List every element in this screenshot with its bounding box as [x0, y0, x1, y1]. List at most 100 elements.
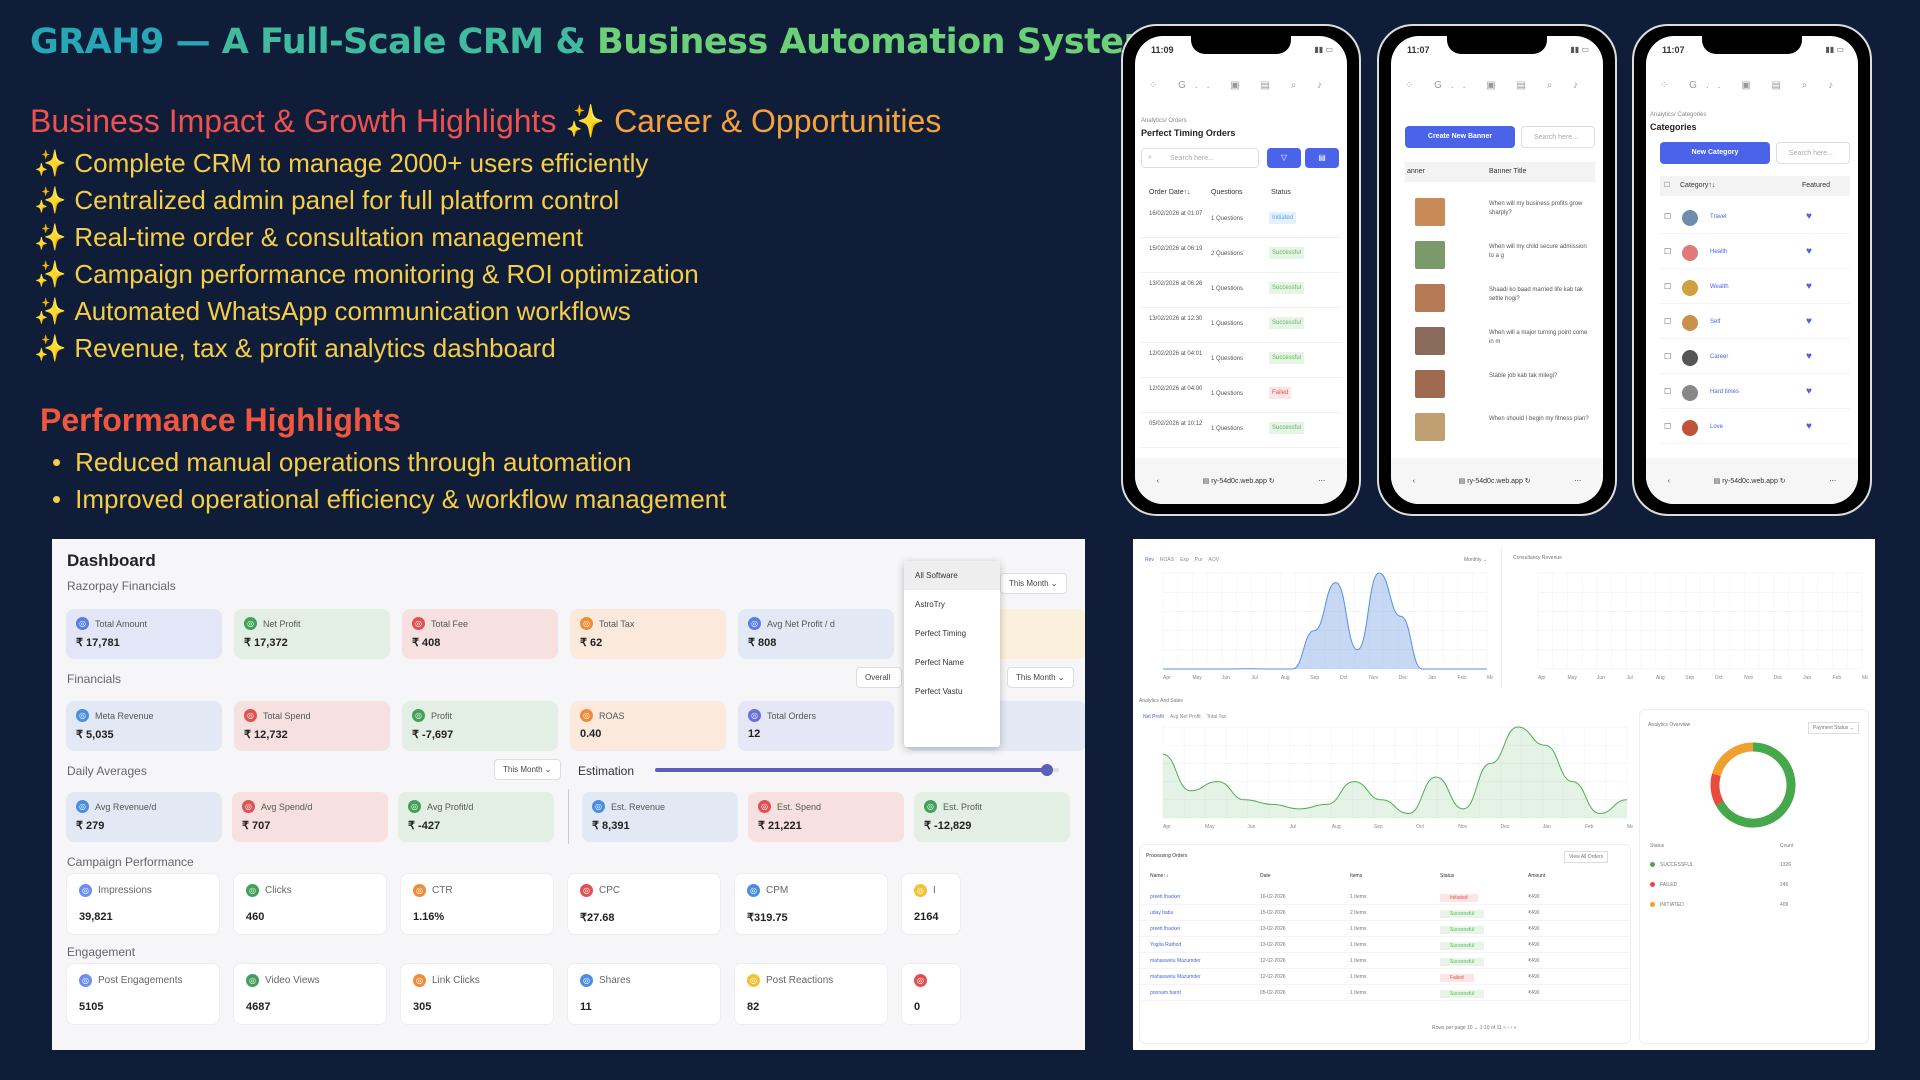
table-cell[interactable]: Yogita Rathod [1150, 942, 1182, 948]
month-select-3[interactable]: This Month ⌄ [494, 759, 561, 780]
estimation-slider-track[interactable] [655, 764, 1059, 776]
featured-heart-icon[interactable]: ♥ [1806, 351, 1812, 362]
featured-heart-icon[interactable]: ♥ [1806, 386, 1812, 397]
estimation-slider-handle[interactable] [1040, 764, 1053, 776]
featured-heart-icon[interactable]: ♥ [1806, 316, 1812, 327]
metric-card[interactable]: ◎Total Amount₹ 17,781 [66, 609, 222, 659]
rows-per-page-value[interactable]: 10 [1467, 1025, 1473, 1031]
orders-search-input[interactable]: ⌕Search here... [1141, 148, 1259, 168]
table-cell[interactable]: poonam barot [1150, 990, 1181, 996]
more-icon[interactable]: ⋯ [1574, 478, 1582, 485]
app-nav-icons[interactable]: ⁘ G.. ▣ ▤ ⌕ ♪ [1405, 80, 1588, 91]
metric-card[interactable]: ◎CPC₹27.68 [567, 873, 721, 935]
banner-row[interactable]: Stable job kab tak milegi? [1405, 366, 1595, 406]
row-checkbox[interactable]: ☐ [1664, 387, 1672, 396]
chart-tab[interactable]: Total Tax [1206, 714, 1227, 720]
category-row[interactable]: ☐Career♥ [1660, 344, 1850, 374]
metric-card[interactable]: ◎Meta Revenue₹ 5,035 [66, 701, 222, 751]
metric-card[interactable]: ◎Net Profit₹ 17,372 [234, 609, 390, 659]
dropdown-option[interactable]: All Software [904, 561, 1000, 590]
metric-card[interactable]: ◎Profit₹ -7,697 [402, 701, 558, 751]
category-row[interactable]: ☐Travel♥ [1660, 204, 1850, 234]
dropdown-option[interactable]: AstroTry [915, 600, 945, 609]
row-checkbox[interactable]: ☐ [1664, 247, 1672, 256]
url-text[interactable]: ▤ ry-54d0c.web.app ↻ [1202, 478, 1275, 485]
table-cell[interactable]: preeti thacker [1150, 926, 1181, 932]
category-row[interactable]: ☐Wealth♥ [1660, 274, 1850, 304]
view-all-orders-button[interactable]: View All Orders [1564, 851, 1609, 863]
banner-row[interactable]: When will a major turning point come in … [1405, 323, 1595, 363]
table-cell[interactable]: uday babu [1150, 910, 1174, 916]
chart-tab[interactable]: Avg Net Profit [1169, 714, 1201, 720]
category-row[interactable]: ☐Health♥ [1660, 239, 1850, 269]
url-text[interactable]: ▤ ry-54d0c.web.app ↻ [1458, 478, 1531, 485]
metric-card[interactable]: ◎Total Fee₹ 408 [402, 609, 558, 659]
metric-card[interactable]: ◎Total Tax₹ 62 [570, 609, 726, 659]
category-row[interactable]: ☐Hard times♥ [1660, 379, 1850, 409]
url-text[interactable]: ▤ ry-54d0c.web.app ↻ [1713, 478, 1786, 485]
metric-card[interactable]: ◎Est. Spend₹ 21,221 [748, 792, 904, 842]
metric-card[interactable]: ◎Est. Profit₹ -12,829 [914, 792, 1070, 842]
featured-heart-icon[interactable]: ♥ [1806, 281, 1812, 292]
donut-slice[interactable] [1715, 742, 1796, 828]
banner-search-input[interactable]: Search here... [1521, 126, 1595, 148]
metric-card[interactable]: ◎0 [901, 963, 961, 1025]
metric-card[interactable]: ◎Avg Net Profit / d₹ 808 [738, 609, 894, 659]
category-row[interactable]: ☐Love♥ [1660, 414, 1850, 444]
chart-tab[interactable]: Net Profit [1143, 714, 1164, 720]
create-banner-button[interactable]: Create New Banner [1405, 126, 1515, 148]
back-icon[interactable]: ‹ [1667, 477, 1671, 485]
chart-tab[interactable]: Exp [1180, 557, 1189, 563]
banner-row[interactable]: When will my business profits grow sharp… [1405, 194, 1595, 234]
chart-tab[interactable]: AOV [1208, 557, 1220, 563]
month-select-2[interactable]: This Month ⌄ [1007, 667, 1074, 688]
featured-heart-icon[interactable]: ♥ [1806, 246, 1812, 257]
back-icon[interactable]: ‹ [1156, 477, 1160, 485]
metric-card[interactable]: ◎CPM₹319.75 [734, 873, 888, 935]
chart-tab[interactable]: Pur [1194, 557, 1203, 563]
filter-button[interactable]: ▽ [1267, 148, 1301, 168]
more-icon[interactable]: ⋯ [1318, 478, 1326, 485]
donut-slice[interactable] [1712, 742, 1754, 777]
select-all-checkbox[interactable]: ☐ [1664, 182, 1671, 189]
month-select-1[interactable]: This Month ⌄ [1000, 573, 1067, 594]
metric-card[interactable]: ◎Est. Revenue₹ 8,391 [582, 792, 738, 842]
metric-card[interactable]: ◎Avg Profit/d₹ -427 [398, 792, 554, 842]
dropdown-option[interactable]: Perfect Name [915, 658, 964, 667]
export-button[interactable]: ▤ [1305, 148, 1339, 168]
banner-row[interactable]: Shaadi ko baad married life kab tak sett… [1405, 280, 1595, 320]
metric-card[interactable]: ◎Avg Revenue/d₹ 279 [66, 792, 222, 842]
chart-tab[interactable]: Rev [1145, 557, 1154, 563]
row-checkbox[interactable]: ☐ [1664, 317, 1672, 326]
table-cell[interactable]: mahaswetu Mazumder [1150, 974, 1201, 980]
metric-card[interactable]: ◎Avg Spend/d₹ 707 [232, 792, 388, 842]
new-category-button[interactable]: New Category [1660, 142, 1770, 164]
category-search-input[interactable]: Search here... [1776, 142, 1850, 164]
metric-card[interactable]: ◎Total Spend₹ 12,732 [234, 701, 390, 751]
featured-heart-icon[interactable]: ♥ [1806, 421, 1812, 432]
dropdown-option[interactable]: Perfect Vastu [915, 687, 963, 696]
overall-select[interactable]: Overall [856, 667, 902, 688]
table-cell[interactable]: mahaswetu Mazumder [1150, 958, 1201, 964]
